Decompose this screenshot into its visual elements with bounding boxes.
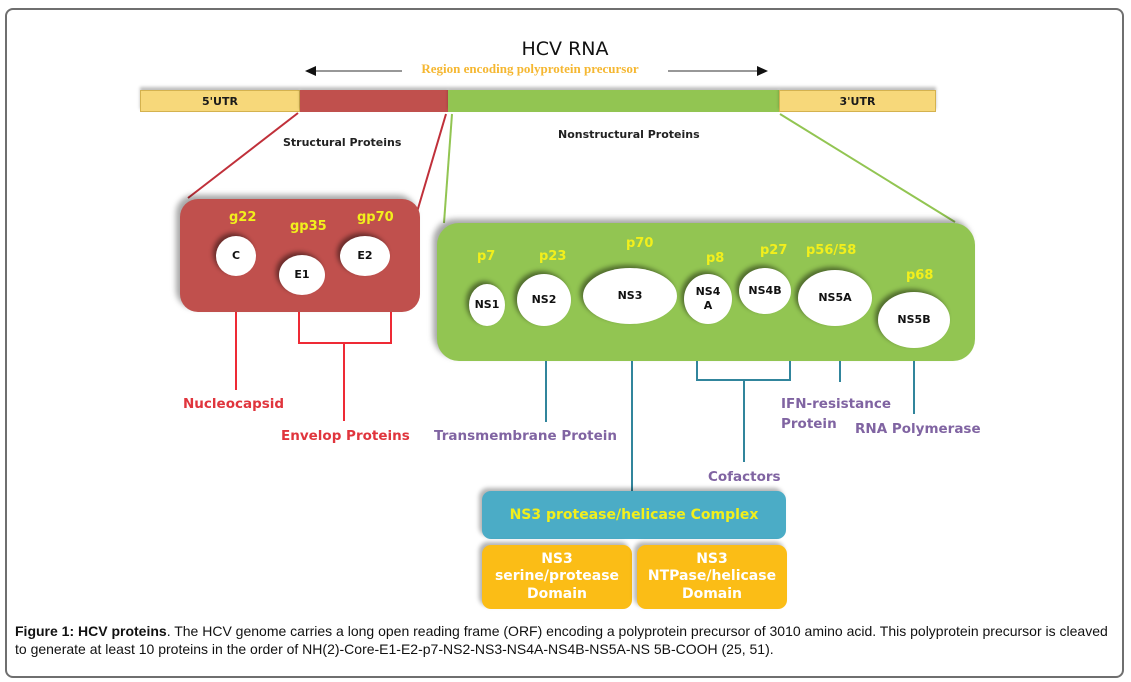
zoom-line-nonstructural-left	[443, 113, 453, 224]
ns3-complex-box: NS3 protease/helicase Complex	[482, 491, 786, 539]
caption-text: . The HCV genome carries a long open rea…	[15, 623, 1108, 657]
mw-label-e2: gp70	[357, 210, 394, 225]
protein-ns3: NS3	[583, 268, 677, 324]
protein-c: C	[216, 236, 256, 276]
mw-label-e1: gp35	[290, 219, 327, 234]
protein-ns2: NS2	[517, 274, 571, 326]
structural-proteins-label: Structural Proteins	[283, 136, 402, 149]
protein-ns5b: NS5B	[878, 292, 950, 348]
segment-5utr: 5'UTR	[140, 90, 300, 112]
protein-ns4a: NS4 A	[684, 274, 732, 324]
arrowhead-right	[757, 66, 768, 76]
label-rna-polymerase: RNA Polymerase	[855, 421, 981, 437]
protein-ns4b: NS4B	[739, 268, 791, 314]
protein-e2: E2	[340, 236, 390, 276]
ns3-ntpase-helicase-domain: NS3 NTPase/helicase Domain	[637, 545, 787, 609]
segment-5utr-label: 5'UTR	[202, 94, 238, 108]
label-ifn-resistance-line1: IFN-resistance	[781, 396, 891, 412]
label-cofactors: Cofactors	[708, 469, 781, 485]
label-ifn-resistance-line2: Protein	[781, 416, 837, 432]
label-transmembrane-protein: Transmembrane Protein	[434, 428, 618, 444]
arrowhead-left	[305, 66, 316, 76]
nonstructural-proteins-label: Nonstructural Proteins	[558, 128, 700, 141]
zoom-line-structural-left	[187, 112, 299, 199]
mw-label-ns5b: p68	[906, 268, 934, 283]
mw-label-ns2: p23	[539, 249, 567, 264]
segment-structural	[300, 90, 448, 112]
mw-label-ns1: p7	[477, 249, 496, 264]
segment-3utr: 3'UTR	[779, 90, 936, 112]
zoom-line-nonstructural-right	[779, 113, 956, 223]
caption-title: Figure 1: HCV proteins	[15, 623, 167, 639]
mw-label-c: g22	[229, 210, 257, 225]
segment-nonstructural	[448, 90, 779, 112]
diagram-title: HCV RNA	[521, 38, 609, 60]
mw-label-ns3: p70	[626, 236, 654, 251]
label-nucleocapsid: Nucleocapsid	[183, 396, 285, 412]
figure-caption: Figure 1: HCV proteins. The HCV genome c…	[15, 622, 1120, 658]
protein-ns1: NS1	[469, 284, 505, 326]
label-envelop-proteins: Envelop Proteins	[281, 428, 410, 444]
region-label: Region encoding polyprotein precursor	[421, 61, 639, 76]
ns3-serine-protease-domain: NS3 serine/protease Domain	[482, 545, 632, 609]
mw-label-ns4a: p8	[706, 251, 725, 266]
segment-3utr-label: 3'UTR	[839, 94, 876, 108]
zoom-line-structural-right	[416, 113, 447, 213]
protein-ns5a: NS5A	[798, 270, 872, 326]
mw-label-ns5a: p56/58	[806, 243, 857, 258]
mw-label-ns4b: p27	[760, 243, 788, 258]
protein-e1: E1	[279, 255, 325, 295]
